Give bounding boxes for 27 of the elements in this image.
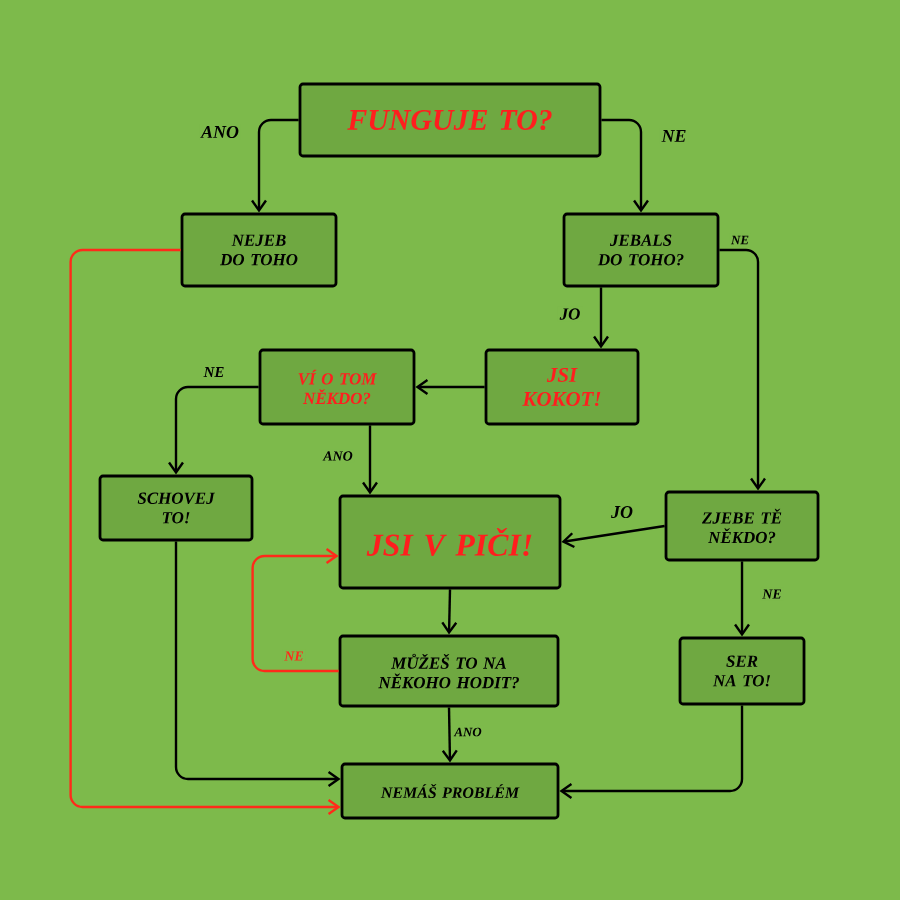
process-box: MŮŽEŠ TO NA NĚKOHO HODIT? [338,634,560,708]
edge-label: JO [557,306,583,322]
arrow [168,385,259,475]
process-box: JEBALS DO TOHO? [562,212,720,288]
process-box: FUNGUJE TO? [298,82,602,158]
arrow [561,524,665,549]
process-box: JSI V PIČI! [338,494,562,590]
process-box: JSI KOKOT! [484,348,640,426]
process-box: NEJEB DO TOHO [180,212,338,288]
process-box: SCHOVEJ TO! [98,474,254,542]
process-box: VÍ O TOM NĚKDO? [258,348,416,426]
arrow [601,118,649,213]
edge-label: NE [659,128,689,144]
process-box: ZJEBE TĚ NĚKDO? [664,490,820,562]
arrow [174,541,341,787]
arrow [251,548,339,673]
arrow [719,248,766,491]
process-box: SER NA TO! [678,636,806,706]
arrow [251,118,299,213]
arrow [441,707,458,763]
arrow [593,287,609,349]
arrow [734,561,750,637]
arrow [362,425,378,495]
arrow [441,589,458,635]
arrow [415,379,485,395]
arrow [559,705,744,799]
arrow [69,248,341,815]
